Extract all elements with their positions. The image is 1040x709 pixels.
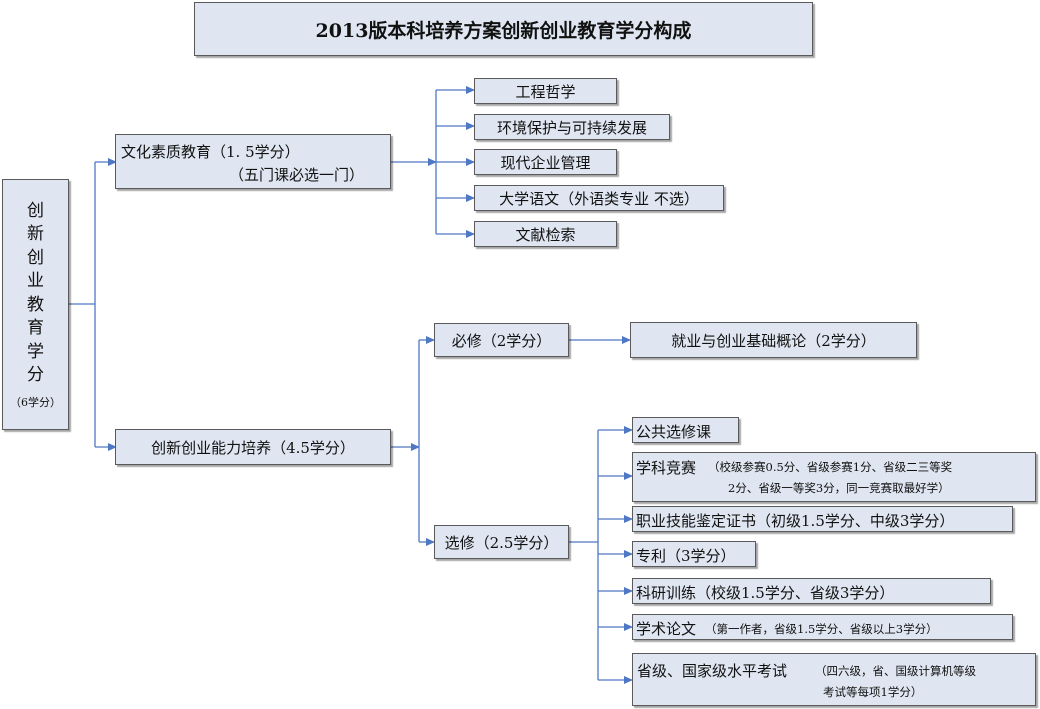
elective-item-exam: 省级、国家级水平考试 （四六级，省、国级计算机等级 考试等每项1学分） [632,653,1036,706]
elective-item-paper: 学术论文 （第一作者，省级1.5学分、省级以上3学分） [632,614,1013,640]
root-char: 创 [27,247,44,268]
root-char: 业 [27,271,44,291]
exam-title: 省级、国家级水平考试 [637,662,788,680]
elective-item-research: 科研训练（校级1.5学分、省级3学分） [632,578,991,604]
course-label: 现代企业管理 [500,153,591,172]
course-box: 工程哲学 [474,78,617,104]
course-label: 工程哲学 [515,82,576,101]
elective-item-contest: 学科竞赛 （校级参赛0.5分、省级参赛1分、省级二三等奖 2分、省级一等奖3分，… [632,452,1036,502]
innovation-label: 创新创业能力培养（4.5学分） [151,438,355,457]
culture-note: （五门课必选一门） [229,166,365,184]
paper-title: 学术论文 [636,620,697,638]
course-label: 大学语文（外语类专业 不选） [499,189,699,208]
required-course-box: 就业与创业基础概论（2学分） [630,322,917,358]
elective-node: 选修（2.5学分） [434,525,569,559]
patent-label: 专利（3学分） [636,547,736,565]
root-char: 分 [27,365,44,385]
root-node: 创 新 创 业 教 育 学 分 （6学分） [2,179,69,430]
culture-node: 文化素质教育（1. 5学分） （五门课必选一门） [115,134,391,189]
innovation-node: 创新创业能力培养（4.5学分） [115,429,391,465]
contest-detail: 2分、省级一等奖3分，同一竞赛取最好学） [728,481,950,495]
diagram-title: 2013版本科培养方案创新创业教育学分构成 [194,2,813,56]
exam-detail: （四六级，省、国级计算机等级 [815,664,976,678]
required-node: 必修（2学分） [434,323,569,357]
course-box: 文献检索 [474,221,617,247]
cert-label: 职业技能鉴定证书（初级1.5学分、中级3学分） [636,512,955,530]
elective-item-cert: 职业技能鉴定证书（初级1.5学分、中级3学分） [632,506,1013,532]
elective-label: 选修（2.5学分） [444,533,559,552]
course-box: 现代企业管理 [474,149,617,175]
paper-detail: （第一作者，省级1.5学分、省级以上3学分） [705,622,938,636]
root-char: 育 [27,318,44,338]
contest-title: 学科竞赛 [636,459,697,477]
elective-item-public: 公共选修课 [632,417,739,443]
diagram-title-text: 2013版本科培养方案创新创业教育学分构成 [315,19,692,42]
course-label: 环境保护与可持续发展 [496,118,647,137]
course-label: 文献检索 [515,225,576,244]
root-char: 学 [27,341,44,362]
exam-detail: 考试等每项1学分） [823,685,923,699]
root-char: 创 [27,200,44,221]
course-box: 大学语文（外语类专业 不选） [474,185,724,211]
elective-item-patent: 专利（3学分） [632,541,756,567]
required-course-label: 就业与创业基础概论（2学分） [671,331,876,350]
root-char: 新 [27,224,44,244]
research-label: 科研训练（校级1.5学分、省级3学分） [636,584,895,602]
contest-detail: （校级参赛0.5分、省级参赛1分、省级二三等奖 [708,460,953,474]
public-label: 公共选修课 [636,423,712,441]
required-label: 必修（2学分） [451,331,552,350]
root-credits: （6学分） [10,395,61,409]
root-char: 教 [27,294,44,315]
course-box: 环境保护与可持续发展 [474,114,670,140]
culture-label: 文化素质教育（1. 5学分） [121,143,300,161]
